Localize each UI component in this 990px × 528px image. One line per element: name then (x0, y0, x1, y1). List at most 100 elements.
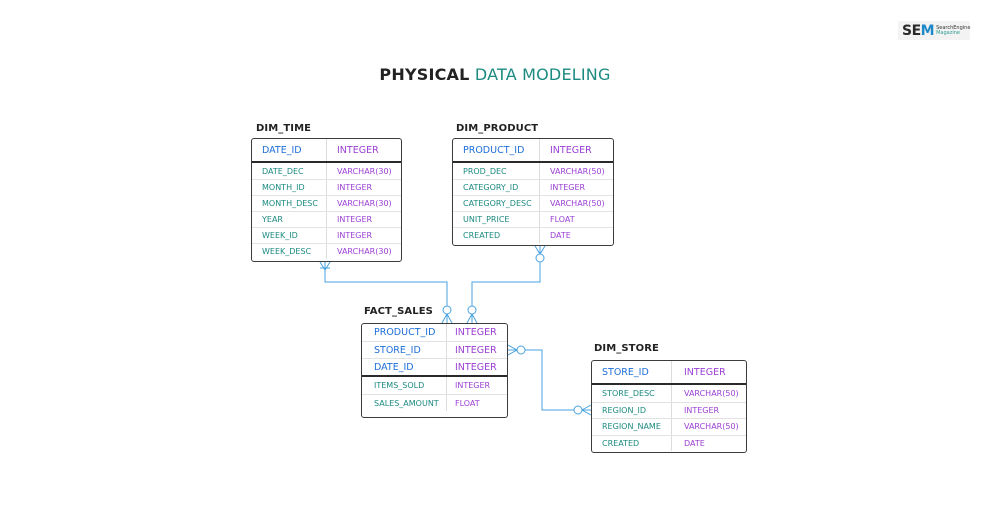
pk-section: DATE_ID INTEGER (252, 139, 401, 161)
pk-section: STORE_ID INTEGER (592, 361, 746, 383)
circle-dim-product (535, 253, 545, 263)
column-type: DATE (550, 231, 571, 240)
column-name: DATE_DEC (252, 163, 327, 179)
column-type: INTEGER (337, 231, 373, 240)
table-row: WEEK_DESC VARCHAR(30) (252, 243, 401, 259)
table-row: DATE_ID INTEGER (362, 358, 507, 375)
table-title-dim-product: DIM_PRODUCT (456, 123, 539, 134)
table-dim-store: STORE_ID INTEGER STORE_DESC VARCHAR(50) … (591, 360, 747, 453)
column-type: VARCHAR(30) (337, 166, 392, 176)
column-type: INTEGER (455, 344, 497, 356)
column-name: WEEK_ID (252, 228, 327, 243)
logo-line2: Magazine (936, 29, 960, 36)
column-name: REGION_NAME (592, 419, 672, 435)
table-dim-time: DATE_ID INTEGER DATE_DEC VARCHAR(30) MON… (251, 138, 402, 262)
column-name: CREATED (592, 435, 672, 451)
table-row: REGION_NAME VARCHAR(50) (592, 418, 746, 435)
circle-fact-product (467, 305, 477, 315)
column-name: STORE_ID (592, 361, 672, 383)
column-type: INTEGER (337, 144, 379, 156)
fields-section: DATE_DEC VARCHAR(30) MONTH_ID INTEGER MO… (252, 161, 401, 259)
logo-m: M (920, 22, 935, 39)
crowfoot-dim-time (319, 261, 331, 271)
column-name: YEAR (252, 212, 327, 227)
logo: SEM SearchEngine Magazine (898, 21, 970, 40)
column-type: INTEGER (455, 381, 491, 390)
table-row: CATEGORY_ID INTEGER (453, 179, 613, 195)
table-row: STORE_ID INTEGER (362, 341, 507, 358)
table-row: CREATED DATE (592, 434, 746, 451)
table-row: YEAR INTEGER (252, 211, 401, 227)
column-name: CREATED (453, 228, 540, 243)
table-row: CREATED DATE (453, 227, 613, 243)
column-type: INTEGER (550, 144, 592, 156)
column-type: FLOAT (550, 215, 575, 224)
column-name: STORE_DESC (592, 385, 672, 402)
column-name: PRODUCT_ID (362, 324, 447, 341)
column-type: VARCHAR(50) (550, 199, 605, 208)
connector-time-fact (324, 262, 448, 323)
column-type: VARCHAR(50) (684, 388, 739, 398)
table-row: REGION_ID INTEGER (592, 401, 746, 418)
title-bold: PHYSICAL (379, 65, 470, 84)
title-light: DATA MODELING (474, 65, 611, 84)
pk-section: PRODUCT_ID INTEGER (453, 139, 613, 161)
column-type: INTEGER (550, 183, 586, 192)
column-type: INTEGER (337, 215, 373, 224)
column-name: UNIT_PRICE (453, 212, 540, 227)
logo-line1: SearchEngine (936, 24, 971, 31)
column-name: CATEGORY_ID (453, 180, 540, 195)
fields-section: STORE_DESC VARCHAR(50) REGION_ID INTEGER… (592, 383, 746, 451)
circle-fact-store (516, 345, 526, 355)
column-type: INTEGER (684, 405, 720, 415)
table-title-dim-time: DIM_TIME (256, 123, 312, 134)
circle-dim-store (573, 405, 583, 415)
column-name: CATEGORY_DESC (453, 196, 540, 211)
column-name: SALES_AMOUNT (362, 395, 447, 411)
table-fact-sales: PRODUCT_ID INTEGER STORE_ID INTEGER DATE… (361, 323, 508, 418)
fields-section: PROD_DEC VARCHAR(50) CATEGORY_ID INTEGER… (453, 161, 613, 243)
column-type: VARCHAR(50) (684, 422, 739, 432)
pk-section: PRODUCT_ID INTEGER STORE_ID INTEGER DATE… (362, 324, 507, 375)
column-type: INTEGER (455, 361, 497, 373)
column-type: VARCHAR(50) (550, 166, 605, 176)
column-name: REGION_ID (592, 402, 672, 418)
table-row: UNIT_PRICE FLOAT (453, 211, 613, 227)
table-row: DATE_ID INTEGER (252, 139, 401, 161)
table-row: SALES_AMOUNT FLOAT (362, 394, 507, 411)
column-type: INTEGER (684, 366, 726, 378)
column-type: VARCHAR(30) (337, 247, 392, 256)
table-row: STORE_DESC VARCHAR(50) (592, 385, 746, 402)
table-row: DATE_DEC VARCHAR(30) (252, 163, 401, 179)
table-row: PROD_DEC VARCHAR(50) (453, 163, 613, 179)
column-name: WEEK_DESC (252, 244, 327, 259)
column-name: STORE_ID (362, 342, 447, 358)
fields-section: ITEMS_SOLD INTEGER SALES_AMOUNT FLOAT (362, 375, 507, 411)
connector-fact-store (508, 349, 591, 411)
column-type: INTEGER (337, 183, 373, 192)
column-type: FLOAT (455, 398, 480, 408)
column-name: DATE_ID (252, 139, 327, 161)
table-row: MONTH_ID INTEGER (252, 179, 401, 195)
table-dim-product: PRODUCT_ID INTEGER PROD_DEC VARCHAR(50) … (452, 138, 614, 246)
column-name: PRODUCT_ID (453, 139, 540, 161)
column-type: DATE (684, 438, 705, 448)
table-row: ITEMS_SOLD INTEGER (362, 377, 507, 394)
table-row: CATEGORY_DESC VARCHAR(50) (453, 195, 613, 211)
column-type: INTEGER (455, 327, 497, 338)
table-row: PRODUCT_ID INTEGER (453, 139, 613, 161)
column-name: PROD_DEC (453, 163, 540, 179)
table-row: WEEK_ID INTEGER (252, 227, 401, 243)
column-name: DATE_ID (362, 359, 447, 375)
column-name: ITEMS_SOLD (362, 377, 447, 394)
table-title-dim-store: DIM_STORE (594, 343, 659, 354)
table-row: STORE_ID INTEGER (592, 361, 746, 383)
column-name: MONTH_ID (252, 180, 327, 195)
connector-product-fact (471, 246, 541, 323)
column-type: VARCHAR(30) (337, 199, 392, 208)
page-title: PHYSICAL DATA MODELING (0, 65, 990, 84)
table-title-fact-sales: FACT_SALES (364, 306, 433, 317)
logo-se: SE (902, 22, 921, 39)
table-row: PRODUCT_ID INTEGER (362, 324, 507, 341)
